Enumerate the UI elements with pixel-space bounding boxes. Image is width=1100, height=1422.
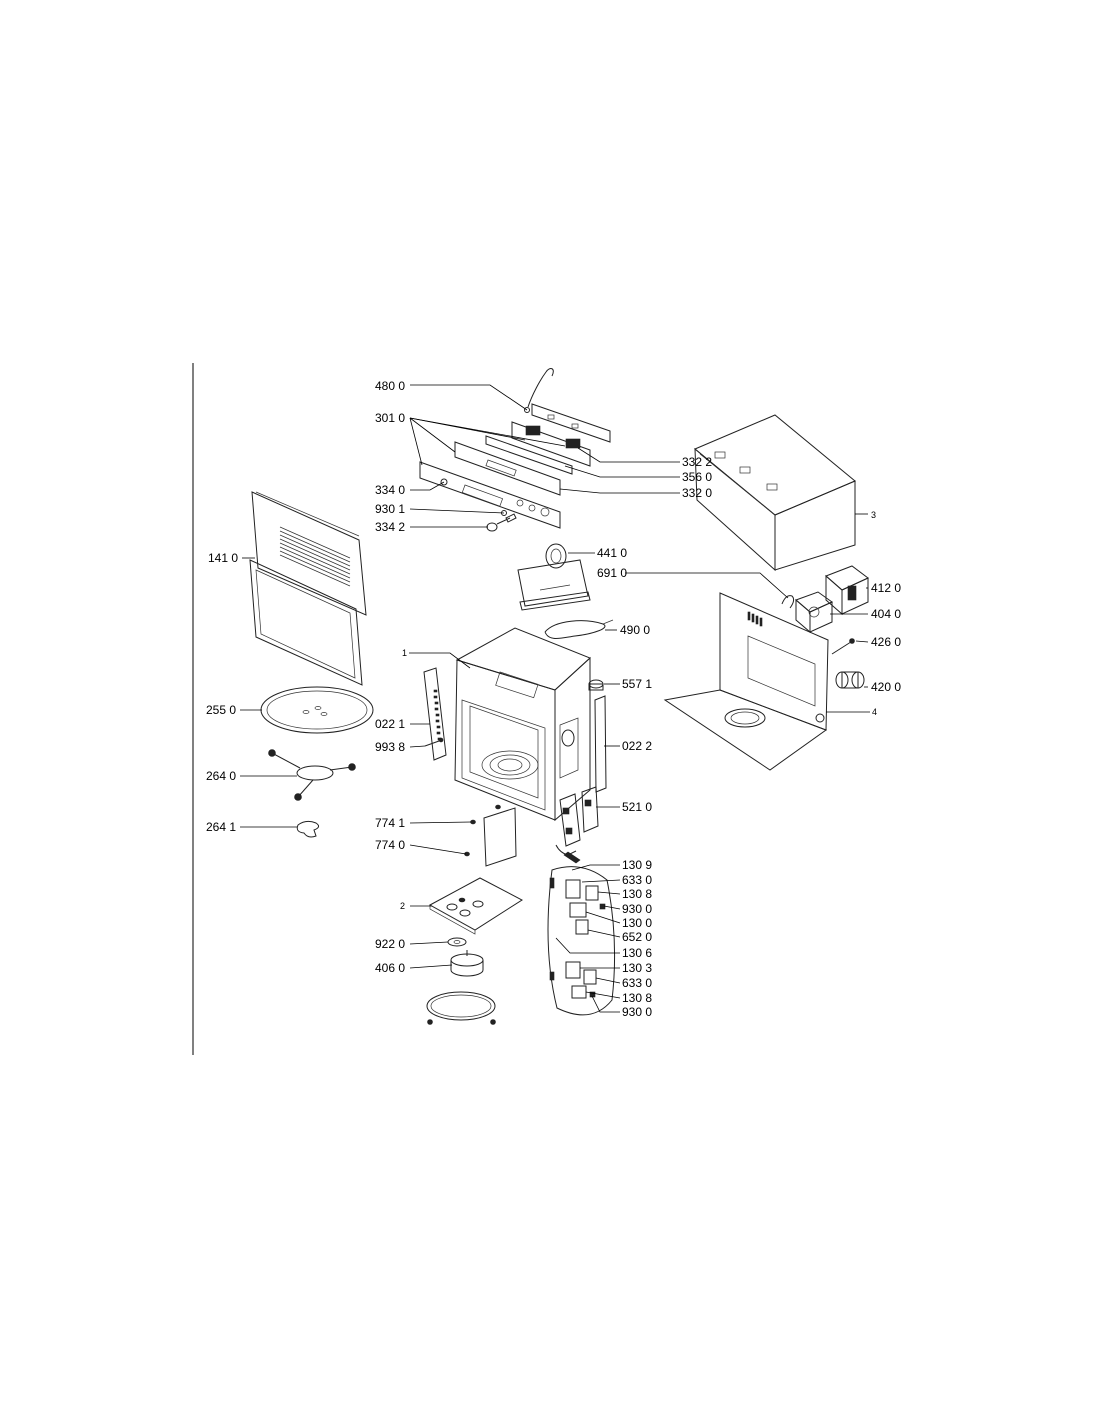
turntable-parts — [260, 686, 374, 838]
label-633-0-a: 633 0 — [622, 873, 652, 887]
side-panel-right — [594, 695, 607, 793]
leader-lines — [240, 384, 870, 1013]
label-332-0: 332 0 — [682, 486, 712, 500]
switch-group — [547, 866, 616, 1016]
switch-group-outline — [547, 866, 616, 1016]
label-130-9: 130 9 — [622, 858, 652, 872]
label-130-6: 130 6 — [622, 946, 652, 960]
label-022-2: 022 2 — [622, 739, 652, 753]
side-panel-left — [423, 667, 447, 761]
control-board-middle — [511, 421, 591, 467]
label-557-1: 557 1 — [622, 677, 652, 691]
label-406-0: 406 0 — [375, 961, 405, 975]
part-labels: 480 0 301 0 334 0 930 1 334 2 141 0 255 … — [206, 379, 901, 1019]
label-264-0: 264 0 — [206, 769, 236, 783]
washer-922 — [447, 937, 467, 947]
support-ring — [426, 991, 496, 1021]
label-441-0: 441 0 — [597, 546, 627, 560]
glass-tray — [260, 686, 374, 734]
door-vent-slots — [279, 526, 351, 587]
back-base-panel — [663, 592, 829, 771]
label-774-0: 774 0 — [375, 838, 405, 852]
label-404-0: 404 0 — [871, 607, 901, 621]
coupler — [296, 820, 320, 838]
fascia-panel — [419, 461, 561, 529]
outer-case — [694, 414, 856, 572]
wire-harness-480 — [527, 368, 554, 408]
label-130-8-a: 130 8 — [622, 887, 652, 901]
label-022-1: 022 1 — [375, 717, 405, 731]
label-691-0: 691 0 — [597, 566, 627, 580]
label-2: 2 — [400, 901, 405, 911]
label-255-0: 255 0 — [206, 703, 236, 717]
label-922-0: 922 0 — [375, 937, 405, 951]
cavity-side — [554, 656, 591, 822]
label-141-0: 141 0 — [208, 551, 238, 565]
label-426-0: 426 0 — [871, 635, 901, 649]
label-521-0: 521 0 — [622, 800, 652, 814]
spring-930 — [505, 513, 517, 523]
bracket-441 — [517, 543, 591, 611]
label-332-2: 332 2 — [682, 455, 712, 469]
capacitor — [835, 671, 865, 689]
label-3: 3 — [871, 510, 876, 520]
door-choke-frame — [249, 559, 363, 686]
label-130-0: 130 0 — [622, 916, 652, 930]
base-floor — [663, 689, 828, 771]
label-633-0-b: 633 0 — [622, 976, 652, 990]
label-334-2: 334 2 — [375, 520, 405, 534]
label-4: 4 — [872, 707, 877, 717]
control-panel-assembly — [419, 368, 611, 532]
button-334 — [440, 478, 448, 486]
cover-plate-774 — [464, 804, 517, 867]
roller-support — [268, 749, 356, 801]
label-412-0: 412 0 — [871, 581, 901, 595]
case-top — [694, 414, 856, 516]
door-assembly — [249, 491, 367, 686]
label-334-0: 334 0 — [375, 483, 405, 497]
label-1: 1 — [402, 648, 407, 658]
magnetron — [795, 591, 833, 634]
label-930-0-a: 930 0 — [622, 902, 652, 916]
wire-691 — [781, 595, 795, 609]
screw-993 — [424, 740, 440, 747]
label-420-0: 420 0 — [871, 680, 901, 694]
interlock-assembly — [555, 786, 599, 864]
label-930-0-b: 930 0 — [622, 1005, 652, 1019]
label-301-0: 301 0 — [375, 411, 405, 425]
wire-harness-490 — [544, 620, 606, 639]
control-board-back — [531, 403, 611, 443]
label-993-8: 993 8 — [375, 740, 405, 754]
label-130-8-b: 130 8 — [622, 991, 652, 1005]
door-outer-panel — [251, 491, 367, 616]
label-490-0: 490 0 — [620, 623, 650, 637]
fuse-holder — [588, 679, 604, 691]
label-130-3: 130 3 — [622, 961, 652, 975]
oven-cavity — [423, 627, 607, 822]
base-assembly — [426, 877, 523, 1025]
label-652-0: 652 0 — [622, 930, 652, 944]
label-774-1: 774 1 — [375, 816, 405, 830]
label-264-1: 264 1 — [206, 820, 236, 834]
label-930-1: 930 1 — [375, 502, 405, 516]
label-480-0: 480 0 — [375, 379, 405, 393]
base-plate — [428, 877, 523, 931]
label-356-0: 356 0 — [682, 470, 712, 484]
knob-334-2 — [486, 522, 498, 532]
